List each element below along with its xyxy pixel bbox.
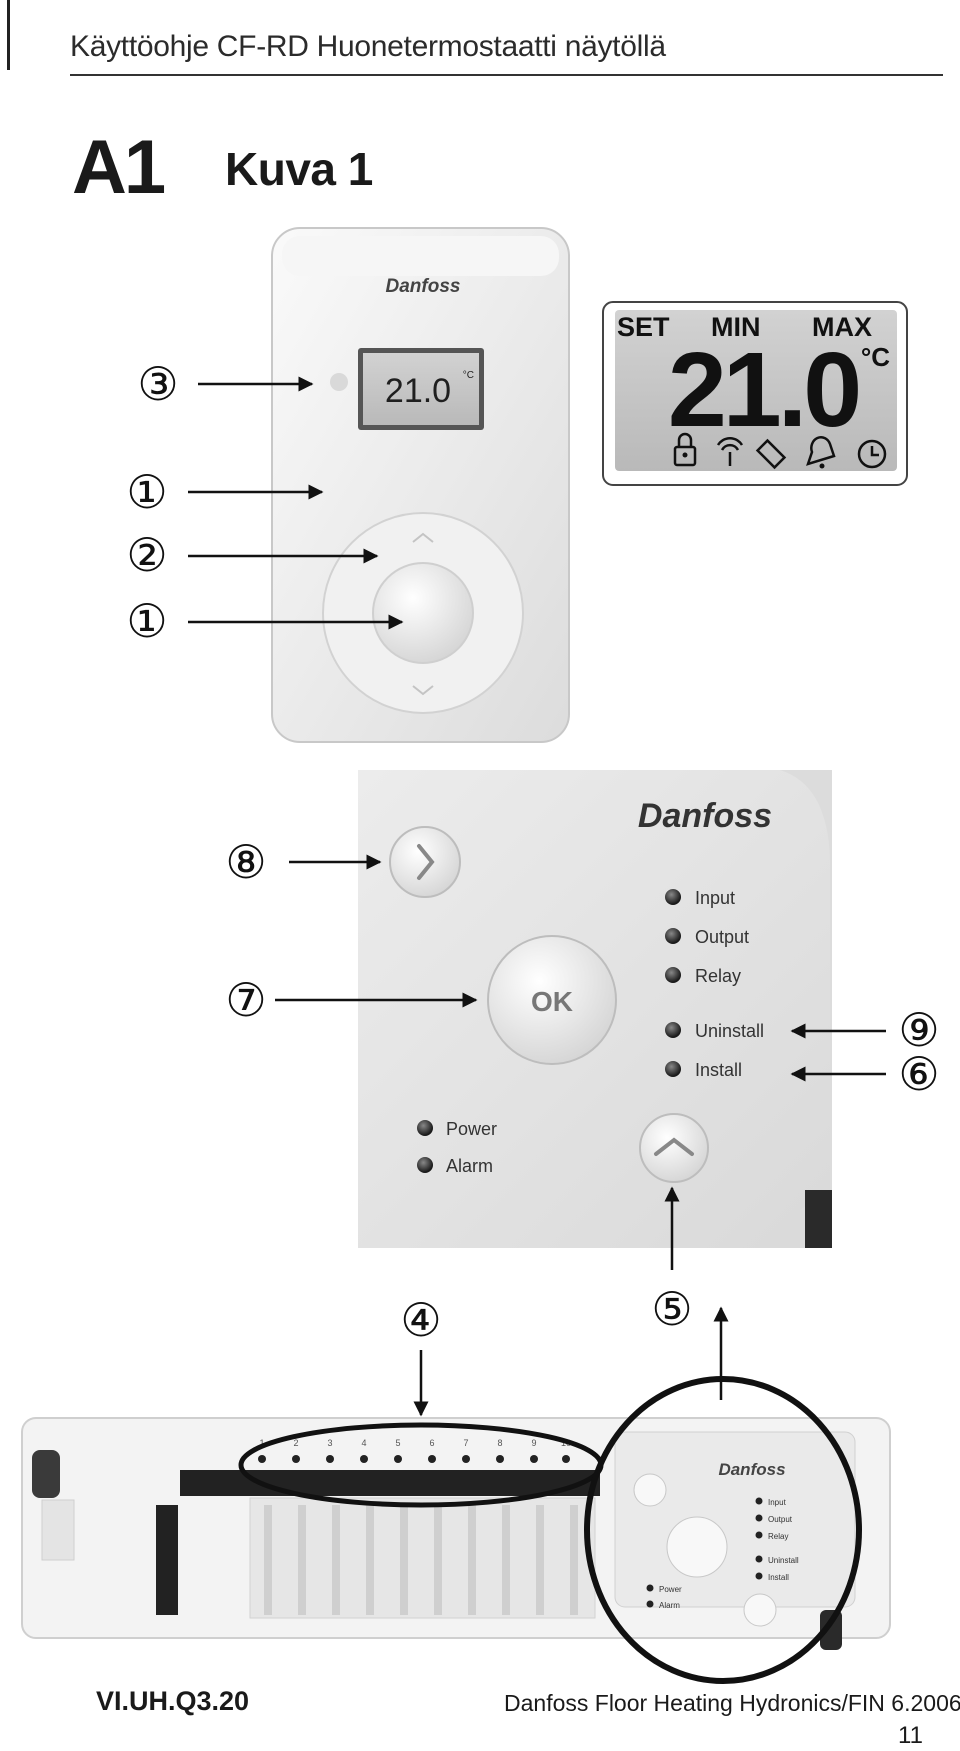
led-alarm bbox=[417, 1157, 433, 1173]
callout-4: ④ bbox=[400, 1294, 441, 1346]
next-button[interactable] bbox=[389, 826, 461, 898]
thermostat-display-temp: 21.0 bbox=[385, 372, 451, 410]
channel-number: 1 bbox=[259, 1438, 264, 1448]
thermostat-callouts: ③ ① ② ① bbox=[126, 358, 404, 647]
wireless-signal-icon bbox=[716, 436, 744, 466]
led-label-input: Input bbox=[695, 888, 735, 908]
mini-led-label: Install bbox=[768, 1573, 789, 1582]
thermostat-display-unit: °C bbox=[463, 370, 474, 381]
ok-button[interactable] bbox=[487, 935, 617, 1065]
controller-led-list: Input Output Relay Uninstall Install Pow… bbox=[417, 888, 764, 1176]
figure-title: Kuva 1 bbox=[225, 143, 373, 195]
mini-led-label: Alarm bbox=[659, 1601, 680, 1610]
mini-led-label: Uninstall bbox=[768, 1556, 799, 1565]
footer-company: Danfoss Floor Heating Hydronics/FIN 6.20… bbox=[504, 1690, 960, 1716]
thermostat-device: Danfoss 21.0 °C bbox=[271, 227, 570, 743]
section-code: A1 bbox=[72, 125, 166, 210]
led-uninstall bbox=[665, 1022, 681, 1038]
thermostat-brand-logo: Danfoss bbox=[386, 276, 461, 297]
led-label-alarm: Alarm bbox=[446, 1156, 493, 1176]
led-label-install: Install bbox=[695, 1060, 742, 1080]
mini-led-label: Output bbox=[768, 1515, 793, 1524]
channel-number: 6 bbox=[429, 1438, 434, 1448]
wire-clamp bbox=[32, 1450, 60, 1498]
callout-9: ⑨ bbox=[898, 1004, 939, 1056]
mini-next-button[interactable] bbox=[633, 1473, 667, 1507]
callout-3: ③ bbox=[137, 358, 178, 410]
callout-8: ⑧ bbox=[225, 836, 266, 888]
master-unit: 1 2 3 4 5 6 7 8 9 10 Danfoss Input bbox=[21, 1376, 891, 1684]
mini-led-list: Input Output Relay Uninstall Install Pow… bbox=[646, 1497, 799, 1610]
lcd-label-set: SET bbox=[617, 312, 670, 342]
chevron-up-icon bbox=[654, 1137, 694, 1156]
mini-ok-button[interactable] bbox=[666, 1516, 728, 1578]
channel-terminal-strip bbox=[180, 1470, 600, 1496]
mini-led-label: Relay bbox=[768, 1532, 788, 1541]
led-install bbox=[665, 1061, 681, 1077]
lcd-label-max: MAX bbox=[812, 312, 872, 342]
clock-icon bbox=[857, 439, 887, 469]
led-label-uninstall: Uninstall bbox=[695, 1021, 764, 1041]
channel-number: 5 bbox=[395, 1438, 400, 1448]
led-label-output: Output bbox=[695, 927, 749, 947]
mini-led-label: Input bbox=[768, 1498, 787, 1507]
channel-number: 2 bbox=[293, 1438, 298, 1448]
controller-highlight-circle bbox=[584, 1376, 862, 1684]
channel-number: 9 bbox=[531, 1438, 536, 1448]
chevron-right-icon bbox=[417, 844, 435, 880]
lock-icon bbox=[673, 432, 697, 467]
lcd-label-min: MIN bbox=[711, 312, 761, 342]
channel-number: 3 bbox=[327, 1438, 332, 1448]
led-power bbox=[417, 1120, 433, 1136]
page-number: 11 bbox=[898, 1722, 923, 1749]
callout-7: ⑦ bbox=[225, 974, 266, 1026]
lcd-zoom-panel: SET MIN MAX 21.0 °C bbox=[602, 301, 908, 486]
controller-callouts: ⑧ ⑦ ⑨ ⑥ ⑤ ④ bbox=[225, 836, 940, 1417]
lcd-zoom-unit: °C bbox=[861, 342, 890, 372]
callout-1-top: ① bbox=[126, 466, 167, 518]
channel-number: 8 bbox=[497, 1438, 502, 1448]
led-label-power: Power bbox=[446, 1119, 497, 1139]
controller-panel: Danfoss OK Input Output Relay Uninstall … bbox=[358, 770, 832, 1248]
lcd-zoom-temp: 21.0 bbox=[668, 331, 858, 449]
power-terminal-block bbox=[156, 1505, 178, 1615]
margin-rule bbox=[7, 0, 10, 70]
ok-button-label: OK bbox=[531, 986, 573, 1017]
chevron-down-icon bbox=[412, 685, 434, 696]
led-relay bbox=[665, 967, 681, 983]
thermostat-center-button[interactable] bbox=[372, 562, 474, 664]
callout-6: ⑥ bbox=[898, 1048, 939, 1100]
page-header: Käyttöohje CF-RD Huonetermostaatti näytö… bbox=[70, 30, 666, 63]
channel-number: 4 bbox=[361, 1438, 366, 1448]
callout-5: ⑤ bbox=[651, 1283, 692, 1335]
thermostat-display bbox=[363, 353, 479, 425]
callout-2: ② bbox=[126, 529, 167, 581]
bell-icon bbox=[806, 435, 836, 469]
mini-led-label: Power bbox=[659, 1585, 682, 1594]
led-label-relay: Relay bbox=[695, 966, 741, 986]
up-button[interactable] bbox=[639, 1113, 709, 1183]
mini-up-button[interactable] bbox=[743, 1593, 777, 1627]
header-rule bbox=[70, 74, 943, 76]
controller-brand-logo: Danfoss bbox=[638, 797, 772, 835]
led-input bbox=[665, 889, 681, 905]
channel-number: 7 bbox=[463, 1438, 468, 1448]
chevron-up-icon bbox=[412, 532, 434, 543]
battery-icon bbox=[755, 438, 787, 470]
led-output bbox=[665, 928, 681, 944]
thermostat-sensor bbox=[330, 373, 348, 391]
master-brand-logo: Danfoss bbox=[718, 1460, 785, 1479]
callout-1-bottom: ① bbox=[126, 595, 167, 647]
footer-document-code: VI.UH.Q3.20 bbox=[96, 1686, 250, 1716]
